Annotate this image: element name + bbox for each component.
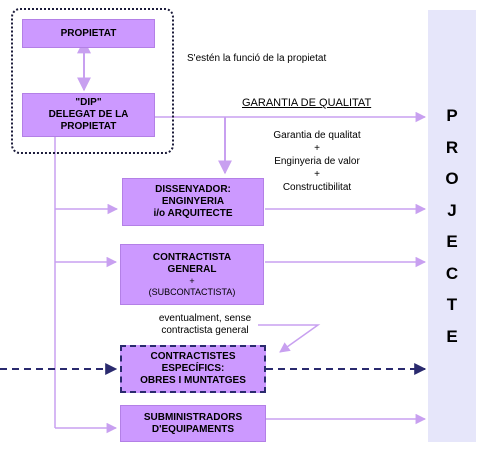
subministradors-label-2: D'EQUIPAMENTS: [151, 423, 235, 435]
dissenyador-label-2: ENGINYERIA: [161, 196, 225, 207]
especifics-label-2: ESPECÍFICS:: [161, 363, 225, 374]
eventualment-label: eventualment, sense: [158, 313, 252, 324]
subministradors-box[interactable]: SUBMINISTRADORS D'EQUIPAMENTS: [120, 405, 266, 442]
garantia-header-label: GARANTIA DE QUALITAT: [242, 97, 372, 109]
enginyeria-valor-label: Enginyeria de valor: [274, 156, 360, 167]
garantia-plus-2: +: [314, 169, 320, 180]
propietat-box[interactable]: PROPIETAT: [22, 19, 155, 48]
projecte-column[interactable]: P R O J E C T E: [428, 10, 476, 442]
especifics-label-1: CONTRACTISTES: [150, 351, 236, 362]
garantia-plus-1: +: [314, 143, 320, 154]
projecte-letter: E: [446, 326, 458, 346]
dip-label-3: PROPIETAT: [60, 121, 117, 132]
projecte-letter: E: [446, 232, 458, 251]
projecte-letter: R: [445, 137, 459, 157]
dissenyador-box[interactable]: DISSENYADOR: ENGINYERIA i/o ARQUITECTE: [122, 178, 264, 226]
contractista-general-note-label: contractista general: [161, 325, 249, 336]
dissenyador-label-1: DISSENYADOR:: [155, 184, 231, 195]
contractista-label-2: GENERAL: [167, 263, 217, 275]
especifics-label-3: OBRES I MUNTATGES: [140, 375, 246, 386]
garantia-qualitat-label: Garantia de qualitat: [273, 130, 361, 141]
eventual-arrow: [258, 324, 321, 353]
contractistes-especifics-box[interactable]: CONTRACTISTES ESPECÍFICS: OBRES I MUNTAT…: [120, 345, 266, 393]
projecte-letter: O: [445, 169, 459, 188]
propietat-label: PROPIETAT: [60, 27, 117, 39]
constructibilitat-label: Constructibilitat: [282, 182, 352, 193]
contractista-plus: +: [189, 275, 195, 286]
dissenyador-label-3: i/o ARQUITECTE: [153, 208, 233, 219]
dip-label-2: DELEGAT DE LA: [48, 109, 129, 120]
contractista-general-box[interactable]: CONTRACTISTA GENERAL + (SUBCONTACTISTA): [120, 244, 264, 305]
contractista-label-3: (SUBCONTACTISTA): [148, 286, 236, 297]
dip-box[interactable]: "DIP" DELEGAT DE LA PROPIETAT: [22, 93, 155, 137]
subministradors-label-1: SUBMINISTRADORS: [143, 411, 243, 423]
projecte-letter: C: [445, 263, 459, 283]
projecte-letter: P: [446, 106, 458, 125]
dip-label-1: "DIP": [75, 97, 102, 108]
projecte-letter: J: [447, 200, 457, 220]
contractista-label-1: CONTRACTISTA: [152, 251, 232, 263]
extends-function-label: S'estén la funció de la propietat: [187, 53, 327, 64]
projecte-letter: T: [446, 295, 458, 314]
propietat-group-outline: [11, 8, 174, 154]
